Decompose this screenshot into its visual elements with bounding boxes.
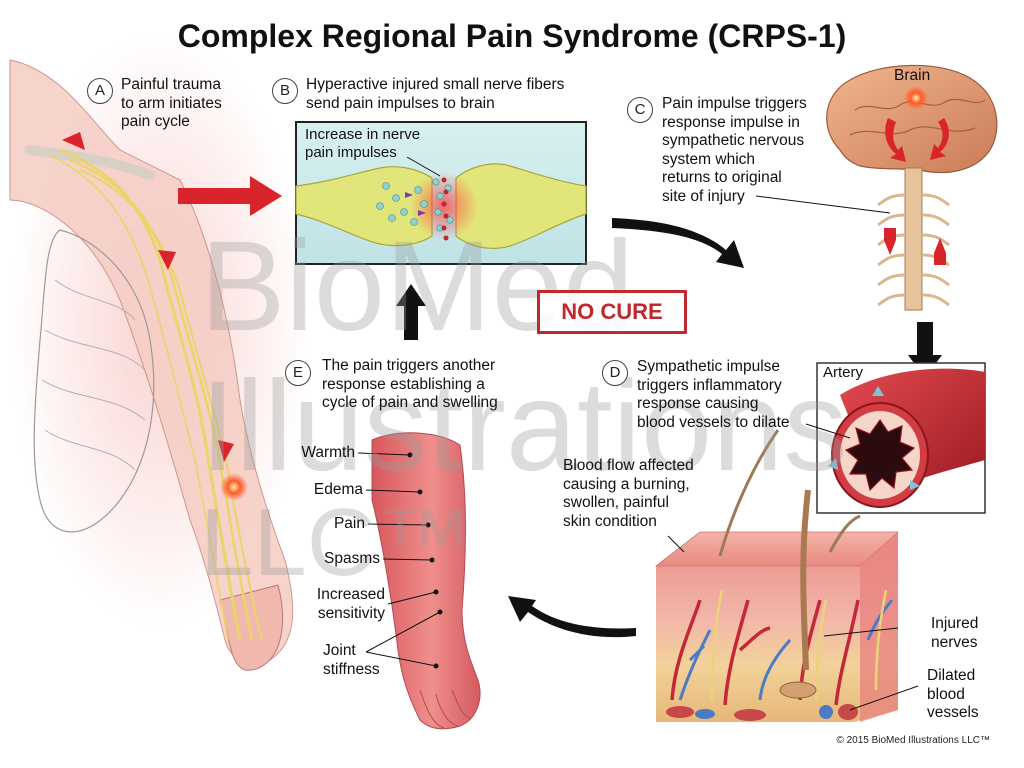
nerve-inset-line: Increase in nerve	[305, 126, 421, 143]
step-d-line: Sympathetic impulse	[637, 358, 781, 375]
blood-flow-line: causing a burning,	[563, 475, 690, 493]
step-d-line: response causing	[637, 395, 759, 412]
step-d-text: Sympathetic impulse triggers inflammator…	[637, 358, 790, 432]
symptom-warmth: Warmth	[301, 444, 355, 461]
step-a-line: to arm initiates	[121, 94, 222, 112]
dilated-vessels-line: blood	[927, 685, 965, 703]
nerve-inset-label: Increase in nerve pain impulses	[305, 126, 420, 161]
step-d-marker: D	[602, 360, 628, 386]
arrow-d-to-e	[508, 596, 636, 638]
artery-label: Artery	[823, 364, 864, 381]
step-e-line: response establishing a	[322, 375, 485, 393]
step-e-line: cycle of pain and swelling	[322, 394, 498, 411]
arrow-a-to-b	[178, 176, 282, 216]
skin-cross-section	[654, 429, 919, 722]
blood-flow-line: swollen, painful	[563, 494, 669, 511]
step-a-text: Painful trauma to arm initiates pain cyc…	[121, 76, 222, 132]
step-c-line: response impulse in	[662, 113, 800, 131]
symptom-pain: Pain	[333, 515, 365, 532]
symptom-sensitivity-line: Increased	[316, 586, 385, 603]
symptom-joint-stiffness: Joint stiffness	[323, 642, 380, 679]
step-c-text: Pain impulse triggers response impulse i…	[662, 95, 807, 206]
blood-flow-line: Blood flow affected	[563, 457, 694, 474]
symptom-sensitivity: Increased sensitivity	[270, 586, 385, 623]
arrow-b-to-c	[612, 218, 744, 268]
step-a-line: pain cycle	[121, 113, 190, 130]
brain-spine	[755, 64, 998, 311]
injured-nerves-line: Injured	[931, 615, 979, 632]
blood-flow-line: skin condition	[563, 512, 657, 530]
symptom-spasms: Spasms	[324, 550, 380, 567]
symptom-sensitivity-line: sensitivity	[317, 604, 385, 622]
step-b-marker: B	[272, 78, 298, 104]
watermark: BioMed Illustrations LLC™	[200, 215, 847, 596]
watermark-line-1: BioMed	[200, 215, 634, 358]
step-e-text: The pain triggers another response estab…	[322, 357, 498, 413]
step-c-line: system which	[662, 150, 756, 168]
page-title: Complex Regional Pain Syndrome (CRPS-1)	[177, 18, 847, 54]
swollen-forearm	[371, 432, 481, 730]
step-b-line: send pain impulses to brain	[306, 94, 495, 112]
step-c-marker: C	[627, 97, 653, 123]
artery-inset	[805, 362, 986, 514]
step-c-line: returns to original	[662, 169, 782, 186]
injured-nerves-label: Injured nerves	[931, 615, 978, 652]
watermark-line-3: LLC™	[200, 489, 472, 596]
step-b-line: Hyperactive injured small nerve fibers	[306, 76, 565, 93]
blood-flow-label: Blood flow affected causing a burning, s…	[563, 457, 694, 531]
nerve-inset-line: pain impulses	[305, 143, 397, 161]
dilated-vessels-label: Dilated blood vessels	[927, 667, 979, 723]
no-cure-badge: NO CURE	[537, 290, 687, 334]
step-a-marker: A	[87, 78, 113, 104]
copyright: © 2015 BioMed Illustrations LLC™	[836, 735, 990, 746]
symptom-joint-line: Joint	[323, 642, 356, 659]
step-b-text: Hyperactive injured small nerve fibers s…	[306, 76, 564, 113]
arrow-e-to-b	[396, 284, 426, 340]
step-a-line: Painful trauma	[121, 76, 221, 93]
step-d-line: blood vessels to dilate	[637, 413, 790, 431]
step-d-line: triggers inflammatory	[637, 376, 782, 394]
dilated-vessels-line: vessels	[927, 704, 979, 721]
symptom-leaders	[357, 452, 443, 669]
nerve-inset	[295, 121, 587, 265]
step-c-line: sympathetic nervous	[662, 132, 805, 149]
step-e-marker: E	[285, 360, 311, 386]
step-c-line: site of injury	[662, 187, 745, 205]
dilated-vessels-line: Dilated	[927, 667, 976, 684]
step-e-line: The pain triggers another	[322, 357, 496, 374]
brain-label: Brain	[894, 67, 931, 84]
symptom-joint-line: stiffness	[323, 660, 380, 678]
step-c-line: Pain impulse triggers	[662, 95, 807, 112]
symptom-edema: Edema	[313, 481, 363, 498]
arm-figure	[9, 30, 310, 671]
injured-nerves-line: nerves	[931, 633, 978, 651]
